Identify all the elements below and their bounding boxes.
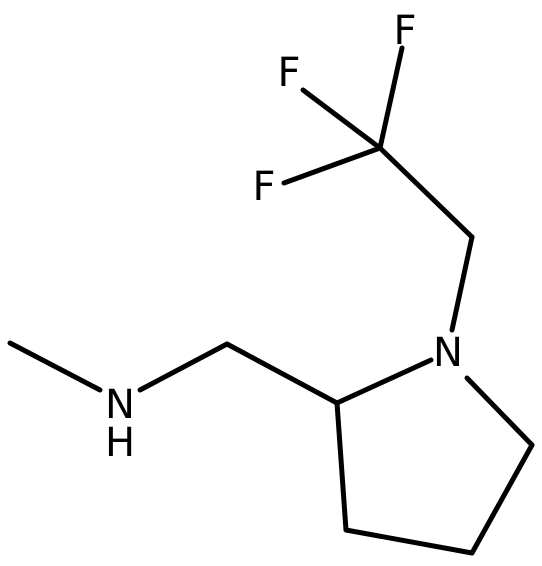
fluorine-lower-label: F (252, 164, 275, 210)
bond-cf3-to-f-lower (281, 145, 383, 186)
atom-labels: F F F N N H (105, 8, 463, 466)
bond-c2-to-c3 (334, 400, 349, 533)
bond-nh-to-methyl (7, 340, 103, 393)
bond-cf3-to-ch2 (377, 145, 475, 240)
bonds (7, 45, 535, 556)
bond-c3-to-c4 (343, 527, 475, 556)
bond-c5-to-ring-n (464, 375, 535, 448)
bond-c4-to-c5 (469, 442, 535, 556)
fluorine-top-label: F (393, 8, 416, 54)
fluorine-left-label: F (277, 50, 300, 96)
bond-ch2-to-ring-n (449, 234, 475, 333)
bond-ch2-side-to-nh (137, 341, 230, 393)
ring-nitrogen-label: N (433, 330, 463, 376)
bond-cf3-to-f-left (300, 87, 383, 151)
bond-cf3-to-f-top (377, 45, 405, 151)
bond-c2-to-ch2-side (224, 341, 340, 406)
amine-nitrogen-label: N (105, 382, 135, 428)
amine-hydrogen-label: H (105, 420, 135, 466)
bond-ring-n-to-c2 (334, 357, 434, 406)
